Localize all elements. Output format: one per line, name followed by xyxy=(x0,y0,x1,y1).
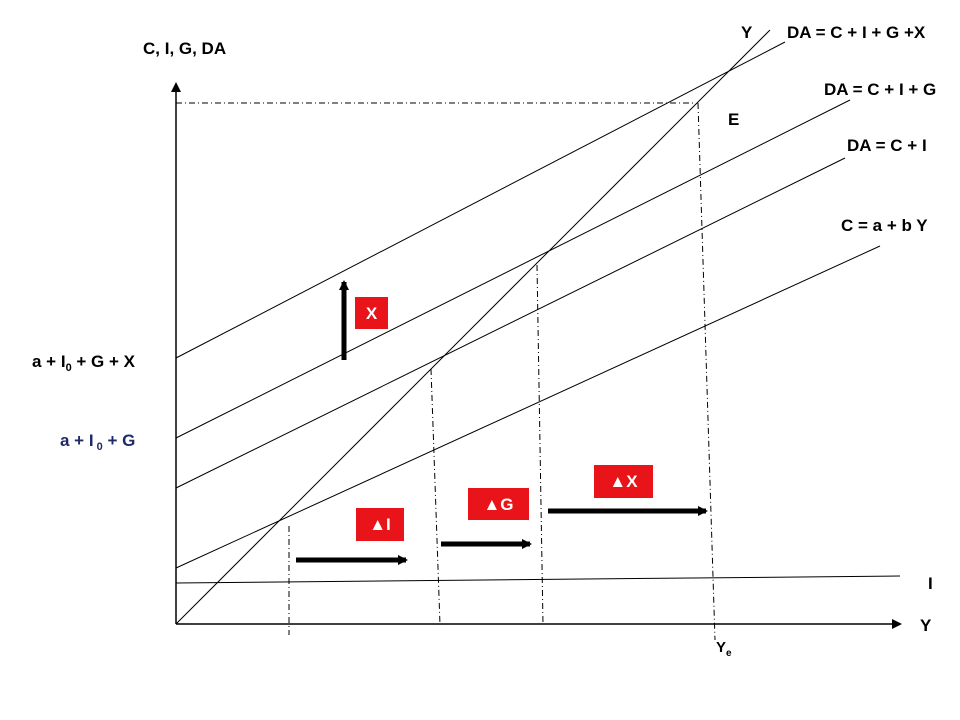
forty-five-degree-line xyxy=(175,29,771,625)
intercept-cigx-main: a + I xyxy=(32,352,66,371)
label-intercept-cig: a + I 0 + G xyxy=(60,431,136,453)
guide-cig-intersection xyxy=(536,264,544,626)
y-axis-label: C, I, G, DA xyxy=(143,39,227,58)
line-da-cig xyxy=(175,99,851,439)
line-da-ci xyxy=(175,157,846,489)
box-delta-i: ▲I xyxy=(356,508,404,541)
equilibrium-vertical-guide xyxy=(697,102,716,641)
diagonal-y-label: Y xyxy=(741,23,753,42)
guide-ci-intersection xyxy=(430,368,441,626)
line-da-cigx xyxy=(175,41,786,359)
line-investment xyxy=(175,575,901,584)
label-da-cig: DA = C + I + G xyxy=(824,80,937,99)
label-equilibrium-income: Ye xyxy=(716,639,732,659)
intercept-cigx-sub: 0 xyxy=(65,362,72,374)
label-consumption: C = a + b Y xyxy=(841,216,928,235)
label-investment: I xyxy=(928,574,933,593)
box-delta-x: ▲X xyxy=(594,465,653,498)
intercept-cig-rest: + G xyxy=(102,431,136,450)
x-axis-label: Y xyxy=(920,616,932,635)
line-consumption xyxy=(175,245,881,569)
label-da-ci: DA = C + I xyxy=(847,136,927,155)
intercept-cig-main: a + I xyxy=(60,431,94,450)
intercept-cig-sub: 0 xyxy=(93,441,103,453)
income-main: Y xyxy=(716,639,727,656)
label-da-cigx: DA = C + I + G +X xyxy=(787,23,926,42)
income-sub: e xyxy=(726,648,732,659)
box-exports-x: X xyxy=(355,297,388,329)
intercept-cigx-rest: + G + X xyxy=(71,352,135,371)
box-delta-g: ▲G xyxy=(468,488,529,520)
label-equilibrium: E xyxy=(728,110,740,129)
label-intercept-cigx: a + I0 + G + X xyxy=(32,352,135,374)
